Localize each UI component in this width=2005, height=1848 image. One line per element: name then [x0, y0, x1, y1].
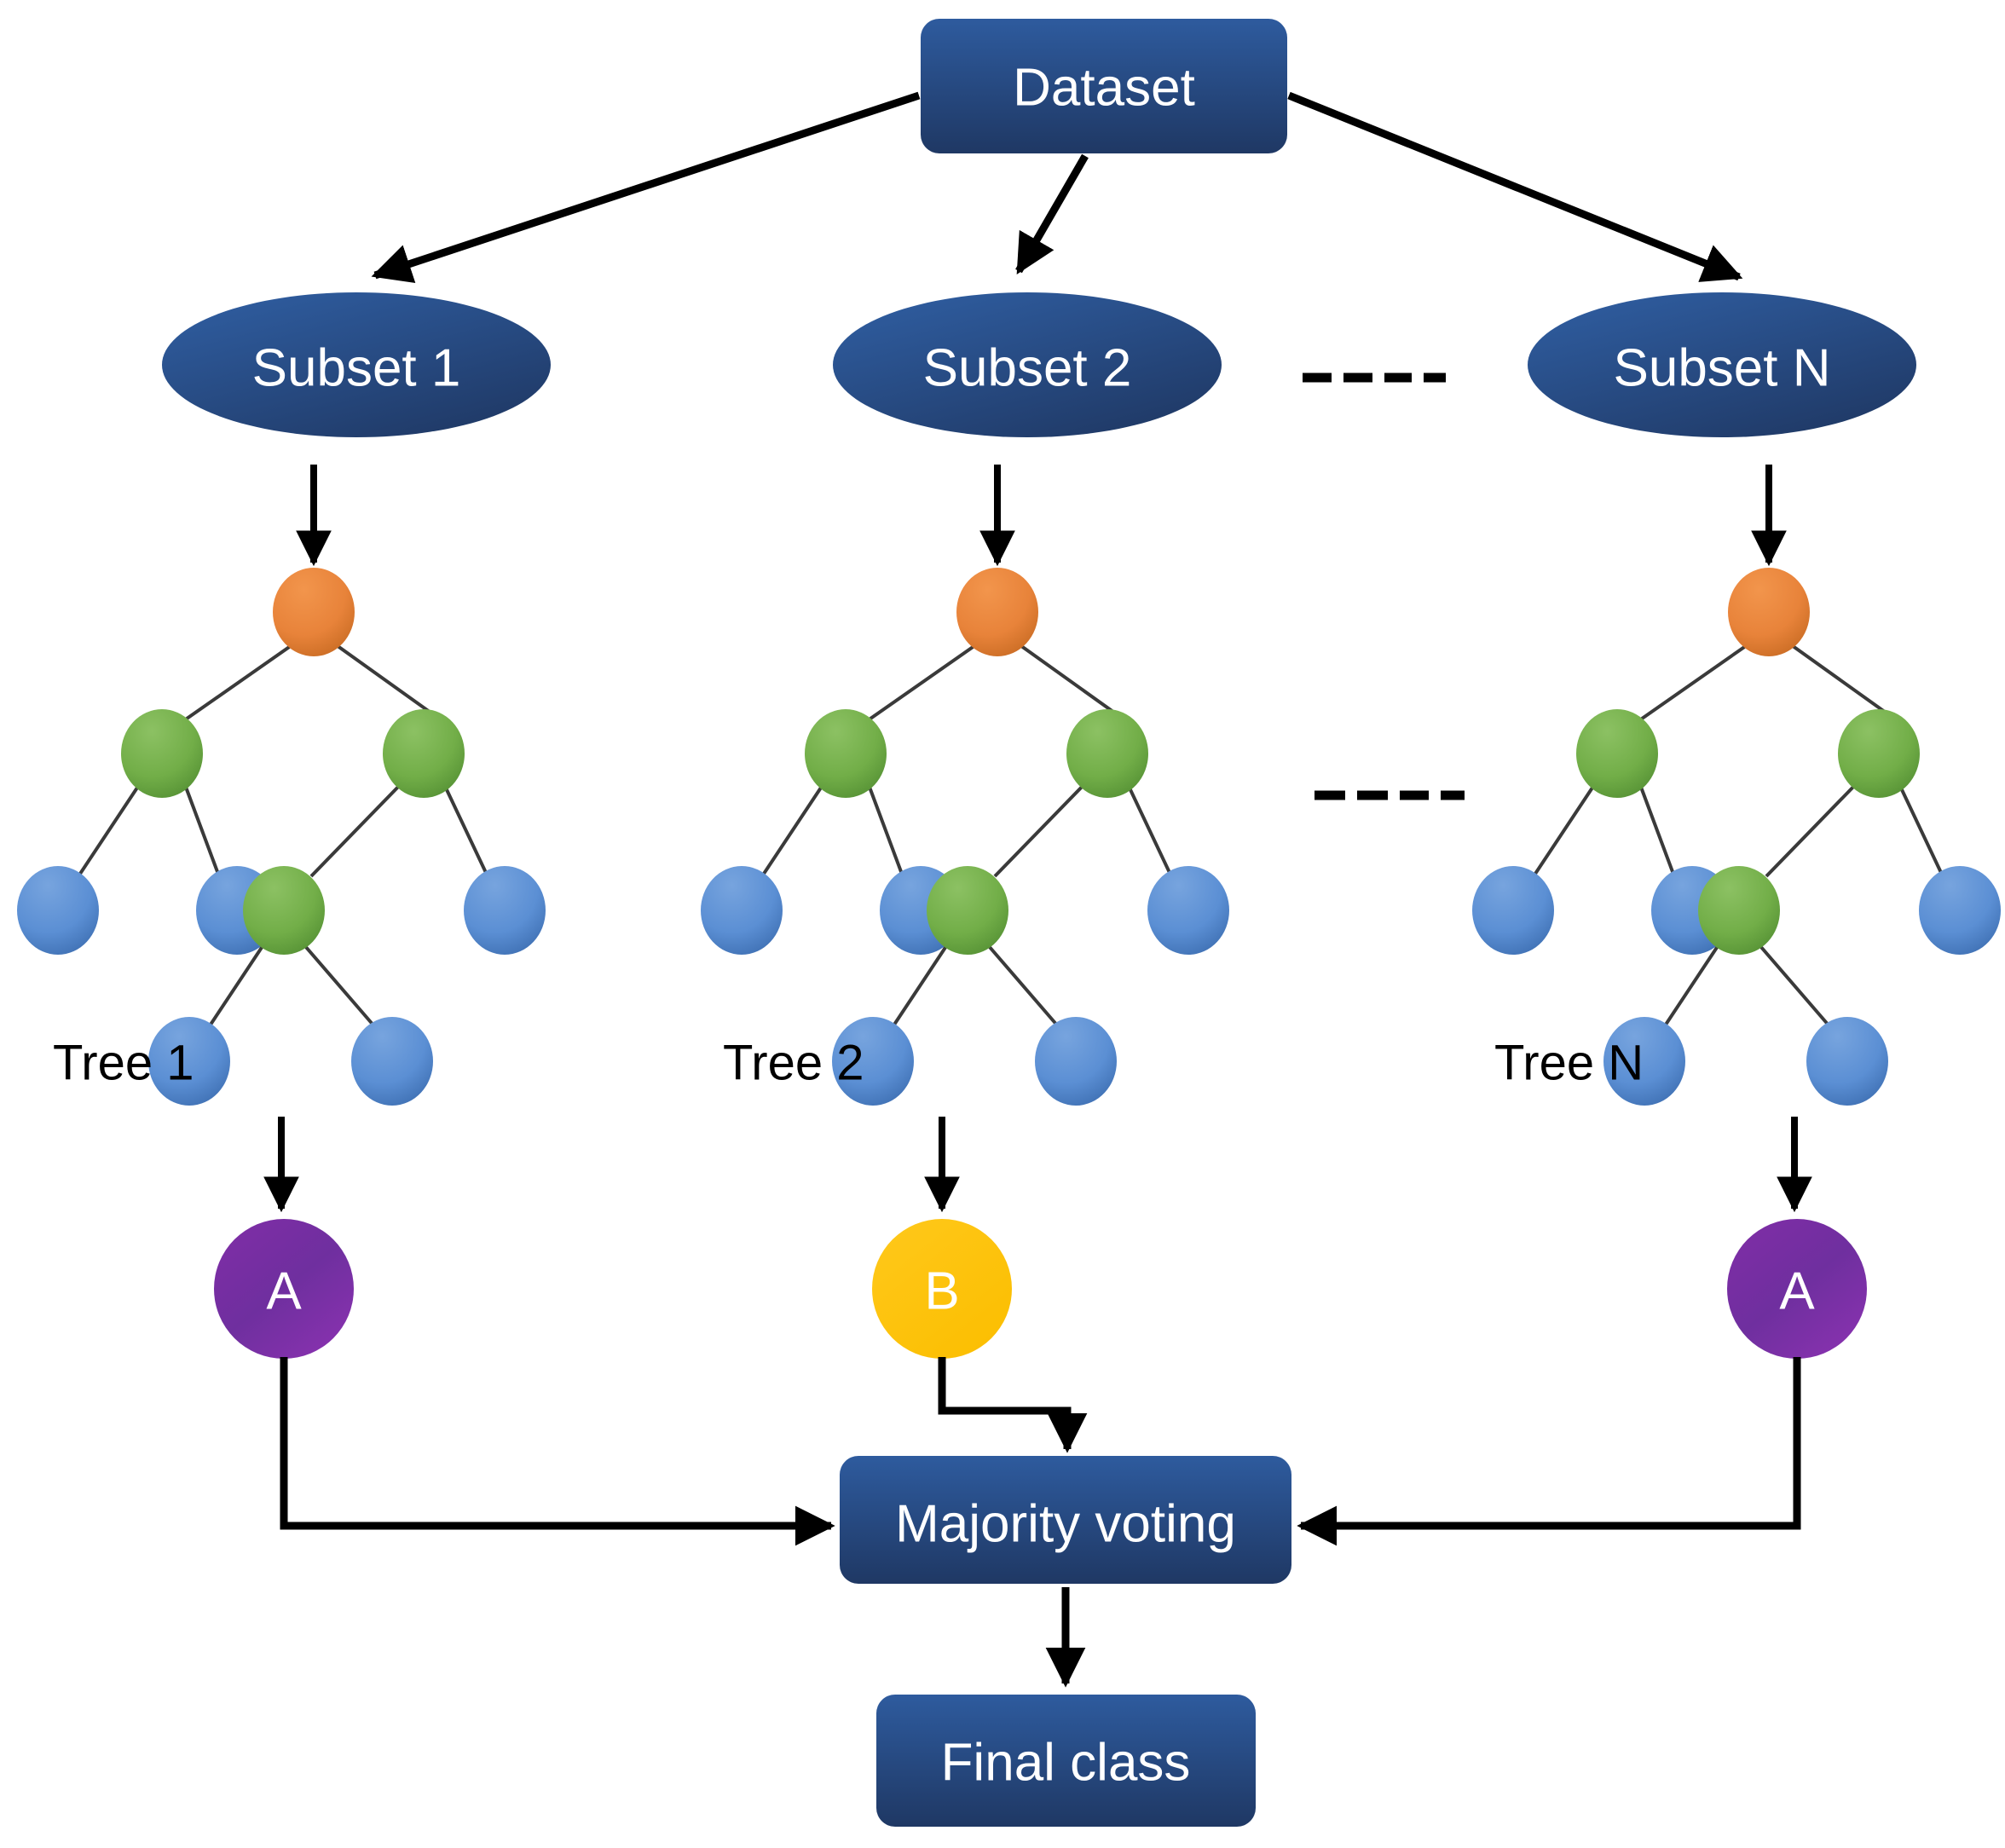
arrow-dataset-to-subset-1 [371, 91, 921, 283]
tree-2-branch-node-deep[interactable] [927, 866, 1008, 955]
tree-1-leaf-node-5[interactable] [351, 1017, 433, 1106]
prediction-2-shape [872, 1219, 1012, 1359]
subset-2-shape [833, 292, 1222, 437]
tree-n-branch-node-left[interactable] [1576, 709, 1658, 798]
subset-node-1[interactable]: Subset 1 [162, 292, 551, 437]
tree-1: Tree 1 [17, 568, 546, 1106]
subset-node-2[interactable]: Subset 2 [833, 292, 1222, 437]
tree-1-label: Tree 1 [53, 1036, 194, 1091]
prediction-2-label: B [924, 1262, 959, 1321]
dataset-label: Dataset [1013, 59, 1195, 118]
subset-2-label: Subset 2 [923, 339, 1132, 398]
tree-n-branch-node-right[interactable] [1838, 709, 1920, 798]
tree-2-edge-root-left [863, 642, 979, 725]
subset-n-label: Subset N [1613, 339, 1830, 398]
tree-1-edge-l-left [77, 781, 142, 878]
tree-1-branch-node-left[interactable] [121, 709, 203, 798]
tree-2-leaf-node-3[interactable] [1147, 866, 1229, 955]
prediction-n-shape [1727, 1219, 1867, 1359]
tree-n-edge-r-right [1897, 782, 1944, 877]
dataset-box-shape [921, 19, 1287, 153]
connector-prediction-n-to-majority [1297, 1357, 1801, 1546]
tree-n-edge-l-right [1638, 782, 1676, 877]
tree-2-edge-deep-right [987, 944, 1060, 1029]
majority-voting-label: Majority voting [895, 1495, 1236, 1554]
final-class-label: Final class [941, 1734, 1191, 1793]
tree-n-root-node[interactable] [1728, 568, 1810, 656]
prediction-node-tree-2[interactable]: B [872, 1219, 1012, 1359]
tree-n-leaf-node-1[interactable] [1472, 866, 1554, 955]
tree-1-root-node[interactable] [273, 568, 355, 656]
final-class-box-shape [876, 1695, 1256, 1827]
tree-1-branch-node-deep[interactable] [243, 866, 325, 955]
tree-n-edge-root-left [1634, 642, 1751, 725]
subset-1-shape [162, 292, 551, 437]
tree-n-leaf-node-3[interactable] [1919, 866, 2001, 955]
tree-2-root-node[interactable] [956, 568, 1038, 656]
tree-2-leaf-node-1[interactable] [701, 866, 783, 955]
arrow-dataset-to-subset-2 [1015, 153, 1089, 275]
tree-1-edge-l-right [182, 782, 221, 877]
dataset-node[interactable]: Dataset [921, 19, 1287, 153]
tree-1-edge-deep-left [207, 944, 264, 1029]
tree-n-edge-r-left [1765, 781, 1859, 878]
prediction-1-label: A [266, 1262, 302, 1321]
tree-1-leaf-node-1[interactable] [17, 866, 99, 955]
subset-node-n[interactable]: Subset N [1528, 292, 1916, 437]
tree-2-branch-node-right[interactable] [1066, 709, 1148, 798]
tree-n-leaf-node-4[interactable] [1603, 1017, 1685, 1106]
tree-n-branch-node-deep[interactable] [1698, 866, 1780, 955]
tree-2-edge-l-right [866, 782, 904, 877]
majority-voting-node[interactable]: Majority voting [840, 1456, 1291, 1584]
tree-n-label: Tree N [1494, 1036, 1644, 1091]
prediction-n-label: A [1779, 1262, 1815, 1321]
tree-2-edge-l-left [760, 781, 826, 878]
tree-1-edge-r-right [442, 782, 489, 877]
tree-1-leaf-node-3[interactable] [464, 866, 546, 955]
tree-1-edge-r-left [309, 781, 404, 878]
majority-voting-box-shape [840, 1456, 1291, 1584]
prediction-node-tree-n[interactable]: A [1727, 1219, 1867, 1359]
tree-2-edge-deep-left [891, 944, 948, 1029]
arrow-dataset-to-subset-n [1287, 91, 1743, 282]
tree-n-leaf-node-5[interactable] [1806, 1017, 1888, 1106]
connector-prediction-1-to-majority [280, 1357, 835, 1546]
subset-1-label: Subset 1 [252, 339, 461, 398]
tree-1-edge-deep-right [303, 944, 377, 1029]
tree-n-edge-deep-right [1759, 944, 1832, 1029]
final-class-node[interactable]: Final class [876, 1695, 1256, 1827]
tree-1-branch-node-right[interactable] [383, 709, 465, 798]
tree-2: Tree 2 [701, 568, 1229, 1106]
tree-2-edge-r-left [993, 781, 1088, 878]
subset-n-shape [1528, 292, 1916, 437]
prediction-1-shape [214, 1219, 354, 1359]
tree-n-edge-l-left [1532, 781, 1598, 878]
tree-2-edge-r-right [1125, 782, 1173, 877]
tree-1-leaf-node-4[interactable] [148, 1017, 230, 1106]
tree-2-leaf-node-5[interactable] [1035, 1017, 1117, 1106]
tree-1-edge-root-left [179, 642, 296, 725]
tree-2-label: Tree 2 [723, 1036, 864, 1091]
prediction-node-tree-1[interactable]: A [214, 1219, 354, 1359]
tree-n-edge-deep-left [1662, 944, 1719, 1029]
tree-n: Tree N [1472, 568, 2001, 1106]
connector-prediction-2-to-majority [938, 1357, 1088, 1453]
tree-2-branch-node-left[interactable] [805, 709, 887, 798]
tree-2-leaf-node-4[interactable] [832, 1017, 914, 1106]
